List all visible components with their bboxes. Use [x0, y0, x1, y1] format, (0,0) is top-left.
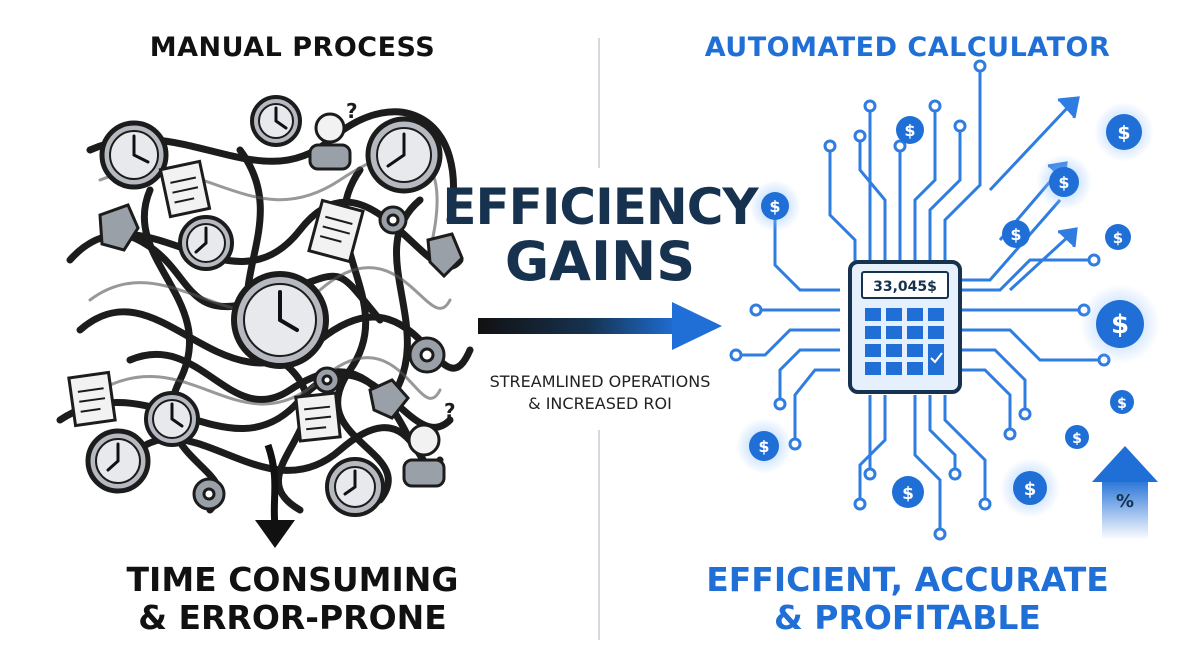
document-icon	[67, 370, 117, 428]
dollar-symbol: $	[1024, 479, 1037, 500]
dollar-symbol: $	[769, 197, 780, 216]
dollar-symbol: $	[1072, 431, 1082, 447]
automated-calculator-title: AUTOMATED CALCULATOR	[704, 32, 1111, 63]
confused-person-icon: ?	[402, 399, 456, 488]
manual-caption-line-1: TIME CONSUMING	[126, 560, 459, 599]
clock-icon	[144, 391, 200, 447]
percent-symbol: %	[1116, 491, 1134, 512]
dollar-coin-icon: $	[1105, 224, 1131, 250]
dollar-symbol: $	[1111, 310, 1129, 340]
dollar-symbol: $	[1113, 229, 1123, 247]
dollar-coin-icon: $	[1094, 102, 1154, 162]
automated-caption-line-1: EFFICIENT, ACCURATE	[706, 560, 1109, 599]
svg-text:?: ?	[444, 399, 456, 423]
clock-icon	[178, 215, 234, 271]
gear-icon	[313, 366, 341, 394]
clock-icon	[99, 120, 169, 190]
divider-top	[598, 38, 600, 168]
clock-icon	[250, 95, 302, 147]
center-subtitle-line-2: & INCREASED ROI	[528, 394, 672, 413]
clock-icon	[231, 271, 329, 369]
manual-caption-line-2: & ERROR-PRONE	[138, 598, 447, 637]
dollar-symbol: $	[1058, 173, 1069, 192]
dollar-coin-icon: $	[1065, 425, 1089, 449]
calculator-display: 33,045$	[873, 279, 937, 295]
svg-text:?: ?	[346, 99, 358, 123]
calculator-icon	[848, 260, 962, 394]
dollar-coin-icon: $	[1110, 390, 1134, 414]
dollar-symbol: $	[904, 121, 915, 140]
dollar-symbol: $	[902, 484, 914, 504]
center-title-line-1: EFFICIENCY	[442, 178, 758, 236]
dollar-symbol: $	[1117, 396, 1127, 412]
dollar-symbol: $	[758, 437, 769, 456]
manual-process-title: MANUAL PROCESS	[149, 32, 436, 63]
dollar-coin-icon: $	[1000, 458, 1060, 518]
efficiency-arrow-icon	[478, 302, 722, 350]
center-title-line-2: GAINS	[504, 230, 696, 293]
clock-icon	[365, 116, 443, 194]
clock-icon	[85, 428, 151, 494]
gear-icon	[378, 205, 408, 235]
confused-person-icon: ?	[308, 99, 358, 171]
dollar-symbol: $	[1010, 225, 1021, 244]
dollar-coin-icon: $	[1080, 284, 1160, 364]
percent-up-arrow-icon: %	[1092, 446, 1158, 540]
dollar-coin-icon: $	[1002, 220, 1030, 248]
document-icon	[158, 159, 212, 219]
center-subtitle-line-1: STREAMLINED OPERATIONS	[489, 372, 711, 391]
gear-icon	[408, 336, 446, 374]
dollar-symbol: $	[1117, 122, 1130, 144]
dollar-coin-icon: $	[896, 116, 924, 144]
gear-icon	[192, 477, 226, 511]
clock-icon	[325, 457, 385, 517]
broken-piece-icon	[98, 203, 464, 420]
dollar-coin-icon: $	[749, 180, 801, 232]
dollar-coin-icon: $	[736, 418, 792, 474]
document-icon	[294, 391, 342, 443]
dollar-coin-icon: $	[1036, 154, 1092, 210]
document-icon	[307, 198, 365, 264]
divider-bottom	[598, 430, 600, 640]
dollar-coin-icon: $	[892, 476, 924, 508]
down-arrow-icon	[255, 443, 295, 548]
automated-caption-line-2: & PROFITABLE	[774, 598, 1041, 637]
